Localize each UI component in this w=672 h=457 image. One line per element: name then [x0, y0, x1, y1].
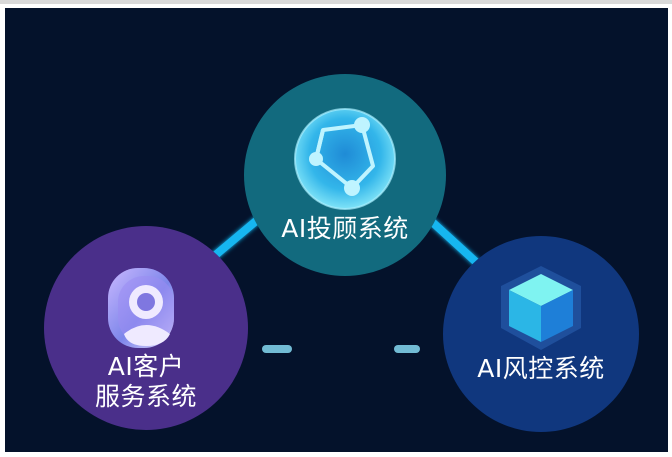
- node-ai-customer-service: AI客户 服务系统: [44, 226, 248, 430]
- node-ai-customer-service-label-line2: 服务系统: [94, 382, 197, 411]
- globe-network-icon: [294, 108, 396, 210]
- user-avatar-icon: [108, 268, 174, 348]
- node-ai-risk-control-label: AI风控系统: [477, 354, 605, 383]
- node-ai-customer-service-label-line1: AI客户: [107, 352, 185, 381]
- link-advisor-service: [208, 212, 266, 262]
- top-edge: [0, 0, 672, 4]
- link-highlight-2: [394, 345, 420, 353]
- link-highlight-1: [262, 345, 292, 353]
- cube-icon: [501, 266, 581, 350]
- node-ai-risk-control: AI风控系统: [443, 236, 639, 432]
- node-ai-advisor: AI投顾系统: [244, 74, 446, 276]
- node-ai-advisor-label: AI投顾系统: [281, 214, 409, 243]
- link-advisor-risk: [426, 216, 480, 266]
